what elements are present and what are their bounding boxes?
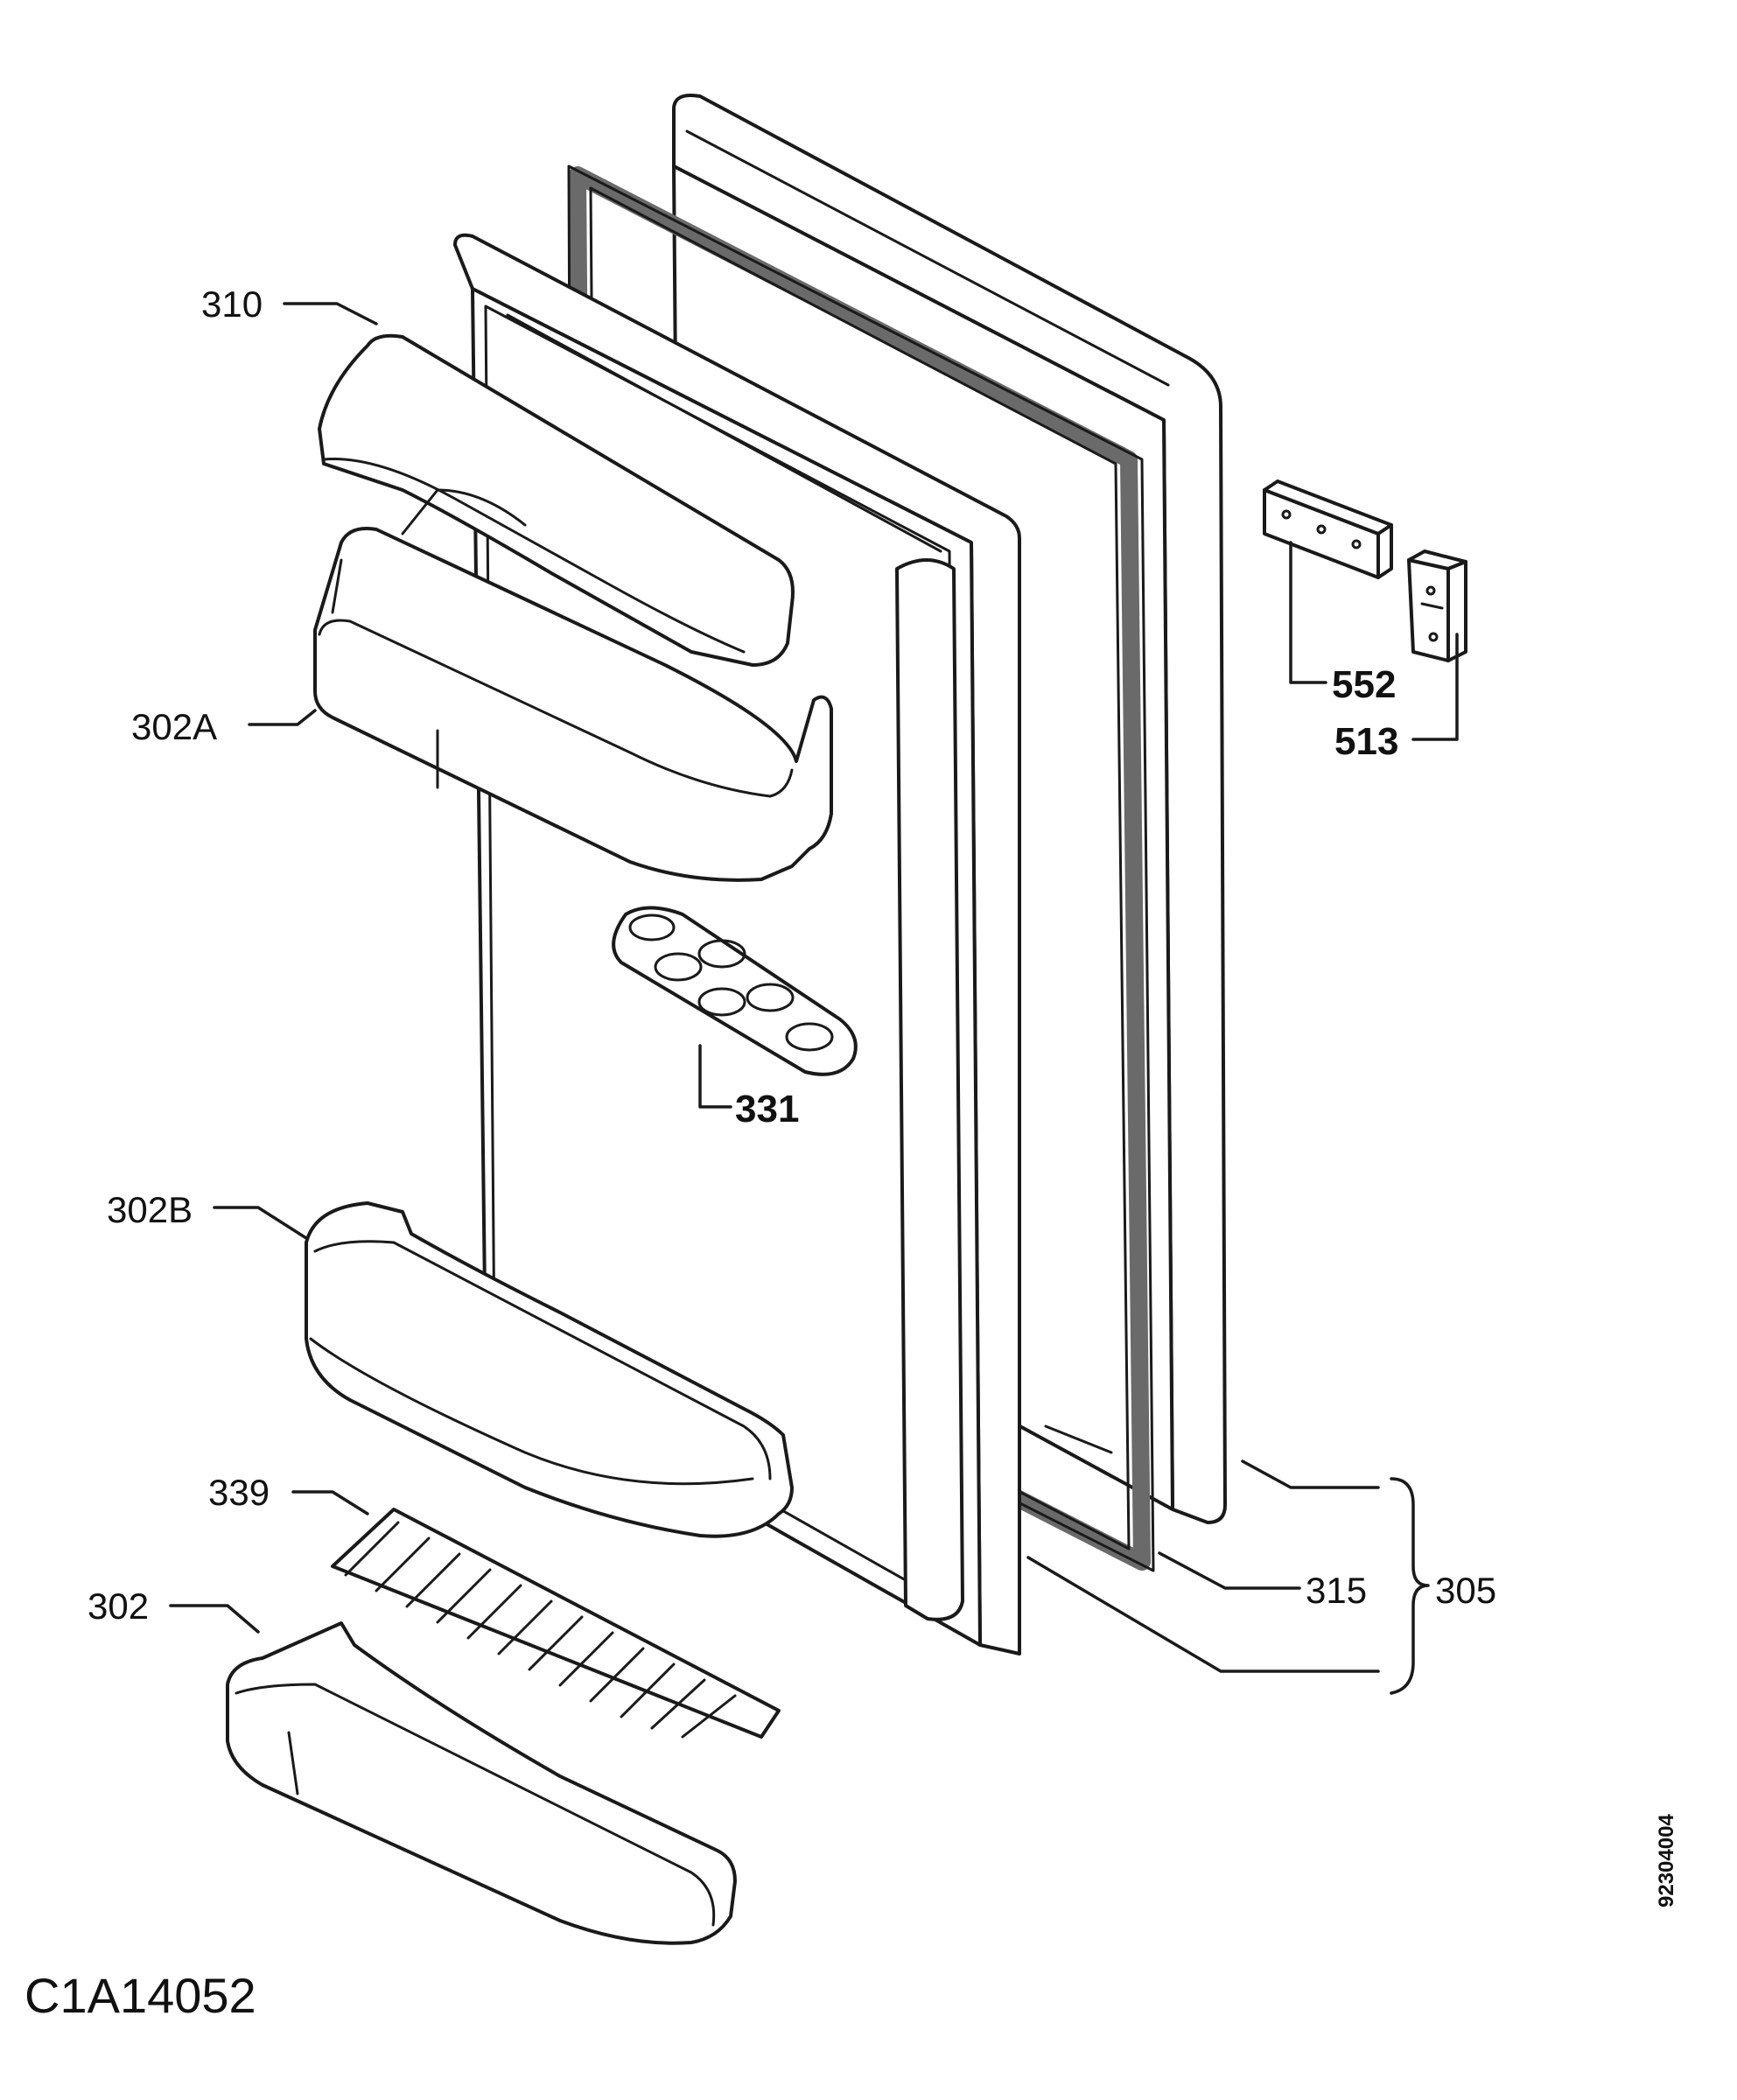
label-302b: 302B: [107, 1189, 193, 1230]
label-305: 305: [1435, 1570, 1496, 1611]
label-310: 310: [201, 284, 263, 325]
label-331: 331: [735, 1088, 799, 1130]
leader-lines: [169, 302, 1459, 1695]
part-331-egg-tray: [612, 906, 858, 1076]
label-339: 339: [208, 1472, 270, 1513]
part-552-hinge-bracket: [1263, 480, 1393, 579]
label-552: 552: [1332, 663, 1396, 706]
part-302b-middle-shelf: [305, 1201, 794, 1538]
side-code: 92304004: [1655, 1814, 1678, 1908]
part-310-butter-lid: [318, 333, 795, 667]
callout-labels: 310 302A 302B 339 302 331 552 513 315 30…: [88, 284, 1496, 1627]
part-513-hinge-plate: [1407, 550, 1467, 662]
drawing-code: C1A14052: [25, 1968, 256, 2023]
label-315: 315: [1306, 1570, 1367, 1611]
label-302: 302: [88, 1586, 149, 1627]
part-302a-upper-shelf: [313, 527, 833, 882]
part-302-bottom-shelf: [226, 1621, 737, 1945]
part-339-bottle-grille: [331, 1508, 781, 1739]
label-302a: 302A: [131, 706, 217, 747]
label-513: 513: [1334, 720, 1398, 763]
